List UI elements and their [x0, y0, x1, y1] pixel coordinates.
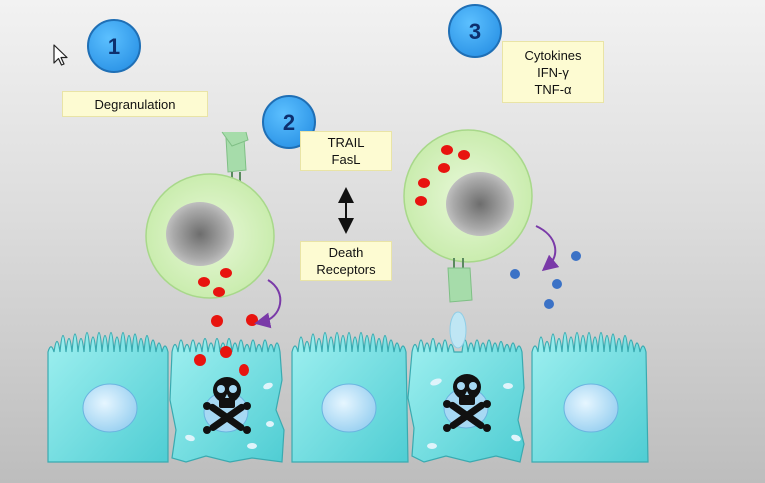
epithelial-cell-healthy-3 [531, 331, 649, 463]
epithelial-cell-healthy-1 [47, 331, 169, 463]
trail-label-line: TRAIL [327, 135, 365, 150]
epithelial-cell-healthy-2 [291, 331, 409, 463]
skull-and-crossbones-icon [203, 377, 251, 434]
step-1-number: 1 [108, 34, 120, 59]
mouse-pointer-icon [53, 44, 68, 66]
step-3-number: 3 [469, 19, 481, 44]
curved-arrow-2 [535, 225, 560, 272]
step-1-badge: 1 [87, 19, 141, 73]
immune-cell-2-nucleus [446, 172, 514, 236]
death-label-line: Death [328, 245, 364, 260]
fasl-label-line: FasL [331, 152, 361, 167]
membrane-bleb [449, 311, 467, 349]
degranulation-label-line: Degranulation [94, 96, 176, 112]
step-2-number: 2 [283, 110, 295, 135]
ifn-gamma-label-line: IFN-γ [537, 64, 569, 80]
cytokine-dot [510, 269, 520, 279]
degranulation-label: Degranulation [62, 91, 208, 117]
cytokines-label: Cytokines IFN-γ TNF-α [502, 41, 604, 103]
death-receptors-label: Death Receptors [300, 241, 392, 281]
receptors-label-line: Receptors [316, 262, 376, 277]
immune-cell-1 [145, 131, 282, 329]
epithelial-cell-dying-2 [407, 311, 525, 463]
immune-cell-2 [403, 129, 581, 309]
step-3-badge: 3 [448, 4, 502, 58]
epithelial-cell-dying-1 [169, 337, 285, 463]
cytokines-label-line: Cytokines [524, 47, 582, 63]
cytokine-dot [552, 279, 562, 289]
trail-fasl-label: TRAIL FasL [300, 131, 392, 171]
cytokine-dot [544, 299, 554, 309]
skull-and-crossbones-icon [443, 374, 491, 432]
cytokine-dot [571, 251, 581, 261]
immune-cell-1-nucleus [166, 202, 234, 266]
curved-arrow-1 [254, 279, 282, 329]
tnf-alpha-label-line: TNF-α [534, 81, 572, 97]
